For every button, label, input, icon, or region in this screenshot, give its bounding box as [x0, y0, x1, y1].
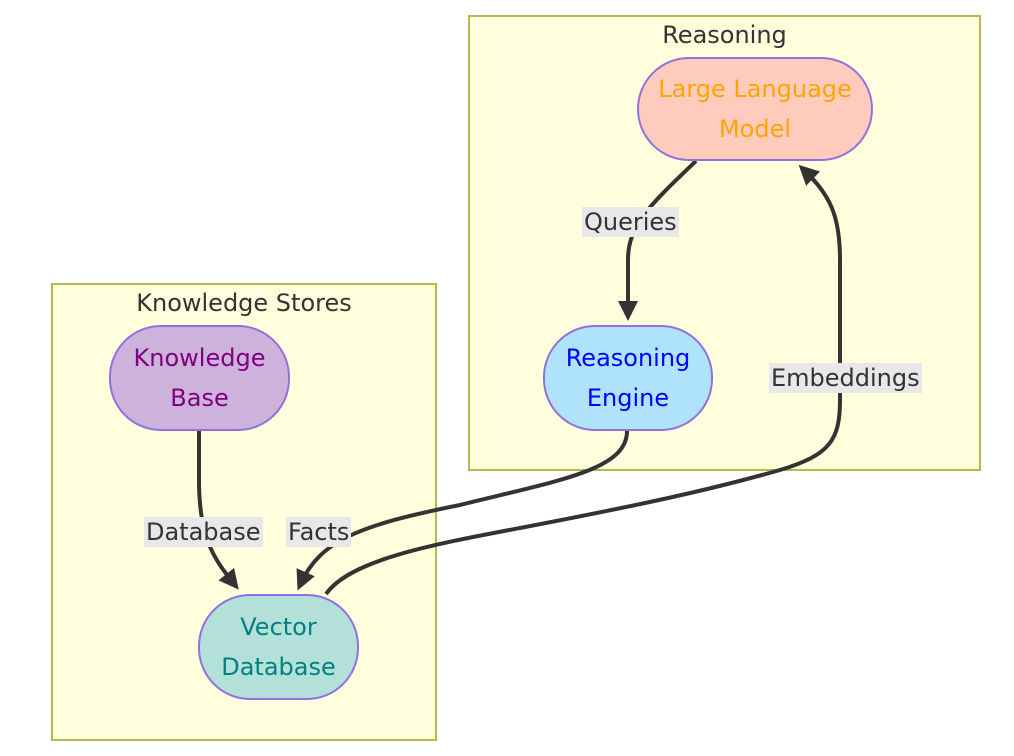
edge-embeddings	[324, 164, 842, 596]
cluster-knowledge-stores-title: Knowledge Stores	[136, 289, 352, 317]
node-reasoning-engine-line-2: Engine	[586, 384, 670, 412]
node-vector-database-label: Vector Database	[221, 607, 336, 687]
edge-database	[197, 431, 239, 590]
node-knowledge-base: Knowledge Base	[109, 325, 290, 431]
node-vector-database-line-2: Database	[221, 653, 336, 681]
node-knowledge-base-label: Knowledge Base	[134, 338, 266, 418]
node-knowledge-base-line-1: Knowledge	[133, 344, 266, 372]
edge-queries	[618, 159, 698, 321]
node-large-language-model: Large Language Model	[637, 57, 873, 161]
node-vector-database: Vector Database	[198, 594, 359, 700]
node-llm-line-1: Large Language	[658, 75, 852, 103]
node-reasoning-engine: Reasoning Engine	[543, 325, 713, 431]
edge-label-facts: Facts	[286, 517, 352, 547]
node-vector-database-line-1: Vector	[240, 613, 317, 641]
edge-label-queries: Queries	[582, 207, 679, 237]
edge-label-embeddings: Embeddings	[769, 363, 922, 393]
node-large-language-model-label: Large Language Model	[658, 69, 852, 149]
node-reasoning-engine-line-1: Reasoning	[565, 344, 691, 372]
node-llm-line-2: Model	[718, 115, 792, 143]
cluster-reasoning-title: Reasoning	[662, 21, 787, 49]
edge-label-database: Database	[144, 517, 263, 547]
node-knowledge-base-line-2: Base	[170, 384, 229, 412]
node-reasoning-engine-label: Reasoning Engine	[566, 338, 691, 418]
edge-facts	[296, 430, 629, 591]
